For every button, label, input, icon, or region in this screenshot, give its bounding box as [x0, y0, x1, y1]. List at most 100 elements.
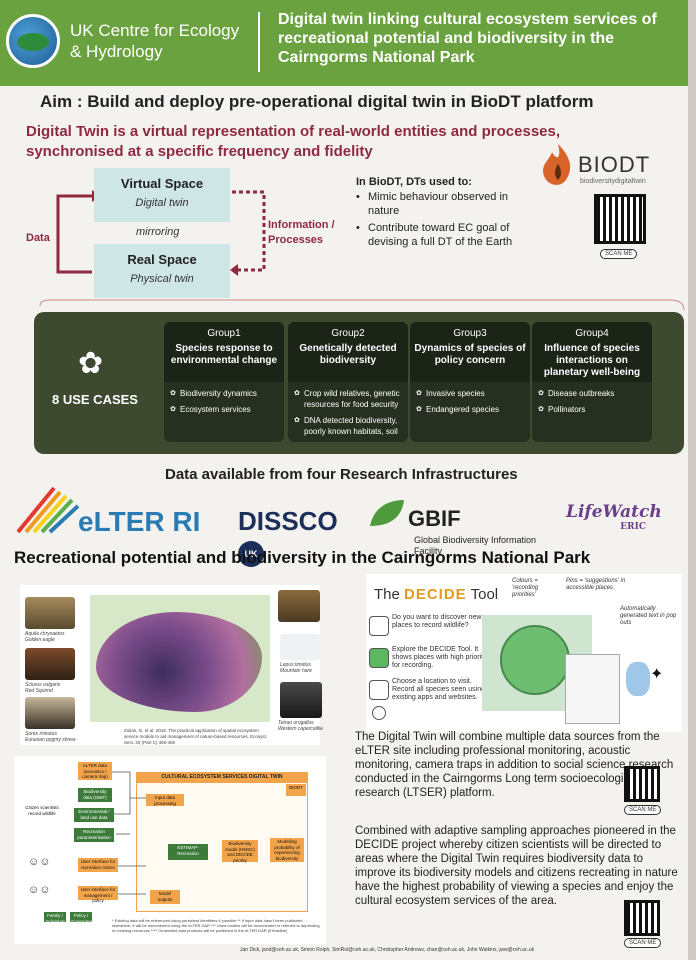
group-desc: Dynamics of species of policy concern: [414, 343, 526, 366]
ces-side-label: Citizen scientists record wildlife: [25, 805, 59, 816]
qr-code-icon[interactable]: [624, 766, 660, 802]
people-icon: ☺☺: [28, 856, 51, 868]
list-item: Ecosystem services: [170, 404, 282, 415]
biodt-uses-heading: In BioDT, DTs used to:: [356, 176, 472, 188]
red-squirrel-photo: [25, 648, 75, 680]
biodt-uses-list: Mimic behaviour observed in nature Contr…: [356, 190, 536, 252]
loch-shape: [626, 662, 650, 696]
biodt-logo-text: BIODT: [578, 152, 651, 177]
data-available-heading: Data available from four Research Infras…: [165, 466, 518, 483]
scan-me-badge: SCAN ME: [624, 938, 662, 948]
ces-inner-box: Input data processing: [146, 794, 184, 806]
decide-step-2: Explore the DECIDE Tool. It shows places…: [392, 646, 487, 669]
ces-left-box: Biodiversity data (GBIF): [78, 788, 112, 802]
ces-inner-box: Biodiversity model (HMSC) and DECIDE pri…: [222, 840, 258, 863]
hare-distribution-map: [280, 634, 320, 660]
ces-left-box: Environmental / land use data: [74, 808, 114, 822]
use-cases-title: 8 USE CASES: [52, 392, 138, 407]
section-title: Recreational potential and biodiversity …: [14, 548, 591, 567]
ces-left-box: User interface for recreation citizen: [78, 858, 118, 872]
ukceh-globe-icon: [6, 14, 60, 68]
recording-priority-area: [500, 625, 570, 695]
flower-icon: ✿: [78, 347, 104, 380]
dissco-logo: DISSCO UK: [238, 494, 368, 568]
real-space-box: Real Space Physical twin: [94, 244, 230, 298]
zulian-reference: Zulian, G. et al. 2018. The practical ap…: [124, 728, 268, 745]
biodt-flame-icon: [543, 144, 571, 185]
colours-note: Colours = 'recording priorities': [512, 578, 539, 598]
pins-note: Pins = 'suggestions' in accessible place…: [566, 578, 626, 591]
body-text-2: Combined with adaptive sampling approach…: [355, 825, 678, 907]
virtual-space-title: Virtual Space: [120, 176, 204, 191]
pygmy-shrew-photo: [25, 697, 75, 729]
ces-side-label: Policy / Government: [70, 912, 96, 924]
virtual-space-sub: Digital twin: [135, 197, 189, 209]
elter-logo: eLTER RI: [78, 506, 201, 537]
ces-footnote: * Existing data will be referenced using…: [112, 918, 320, 933]
auto-text-note: Automatically generated text in pop outs: [620, 606, 677, 626]
ces-side-label: Family / Individual: [44, 912, 66, 924]
golden-eagle-photo: [25, 597, 75, 629]
group-desc: Species response to environmental change: [170, 343, 278, 366]
ces-left-box: Recreation parameterisation: [74, 828, 114, 842]
ces-left-box: eLTER data (acoustics / camera trap): [78, 762, 112, 780]
decide-step-3: Choose a location to visit. Record all s…: [392, 678, 485, 701]
map-icon: [369, 648, 389, 668]
gbif-logo: GBIF Global Biodiversity Information Faci…: [370, 494, 560, 556]
list-item: Pollinators: [538, 404, 650, 415]
ces-diagram-head: CULTURAL ECOSYSTEM SERVICES DIGITAL TWIN: [136, 772, 308, 782]
lifewatch-logo: LifeWatch ERIC: [566, 494, 676, 538]
information-processes-label: Information / Processes: [268, 219, 335, 246]
qr-code-icon[interactable]: [624, 900, 660, 936]
poster-frame-edge: [688, 0, 696, 960]
header-bar: [0, 0, 696, 86]
capercaillie-photo: [280, 682, 322, 718]
aim-heading: Aim : Build and deploy pre-operational d…: [40, 92, 594, 111]
list-item: Endangered species: [416, 404, 528, 415]
popout-card: [565, 654, 620, 724]
gbif-logo-text: GBIF: [408, 506, 461, 531]
group-name: Group2: [331, 328, 365, 339]
ces-inner-box: ESTIMAP-Recreation: [168, 844, 208, 860]
ces-inner-box: Modelling probability of experiencing bi…: [270, 838, 304, 862]
mirroring-label: mirroring: [136, 226, 180, 238]
org-name: UK Centre for Ecology & Hydrology: [70, 21, 240, 61]
lifewatch-logo-sub: ERIC: [620, 522, 646, 532]
gbif-logo-sub: Global Biodiversity Information Facility: [414, 535, 537, 557]
dissco-logo-text: DISSCO: [238, 506, 338, 536]
authors-line: Jan Dick, jand@ceh.ac.uk, Simon Rolph, S…: [240, 947, 535, 953]
scan-me-badge: SCAN ME: [600, 249, 638, 259]
gbif-leaf-icon: [370, 500, 404, 526]
group-desc: Influence of species interactions on pla…: [543, 343, 641, 378]
decide-title: The DECIDE Tool: [374, 586, 499, 603]
list-item: Invasive species: [416, 388, 528, 399]
people-icon: ☺☺: [28, 884, 51, 896]
list-item: Disease outbreaks: [538, 388, 650, 399]
digital-twin-definition: Digital Twin is a virtual representation…: [26, 123, 561, 160]
group-name: Group1: [207, 328, 241, 339]
group-desc: Genetically detected biodiversity: [299, 343, 397, 366]
list-item: DNA detected biodiversity, poorly known …: [294, 415, 406, 437]
biodt-logo-sub: biodiversitydigitaltwin: [580, 178, 646, 185]
qr-code-icon[interactable]: [594, 194, 646, 244]
group-name: Group4: [575, 328, 609, 339]
biodt-mini-logo: BIODT: [286, 784, 306, 796]
cairngorms-park-area: [96, 612, 262, 712]
ces-left-box: User interface for management / policy: [78, 886, 118, 903]
virtual-space-box: Virtual Space Digital twin: [94, 168, 230, 222]
real-space-title: Real Space: [127, 252, 197, 267]
elter-stripes-icon: [16, 486, 80, 534]
body-text-1: The Digital Twin will combine multiple d…: [355, 731, 674, 799]
butterfly-icon: ✦: [650, 666, 664, 683]
ces-connector-lines: [112, 771, 146, 895]
list-item: Contribute toward EC goal of devising a …: [356, 221, 536, 249]
real-space-sub: Physical twin: [130, 273, 194, 285]
